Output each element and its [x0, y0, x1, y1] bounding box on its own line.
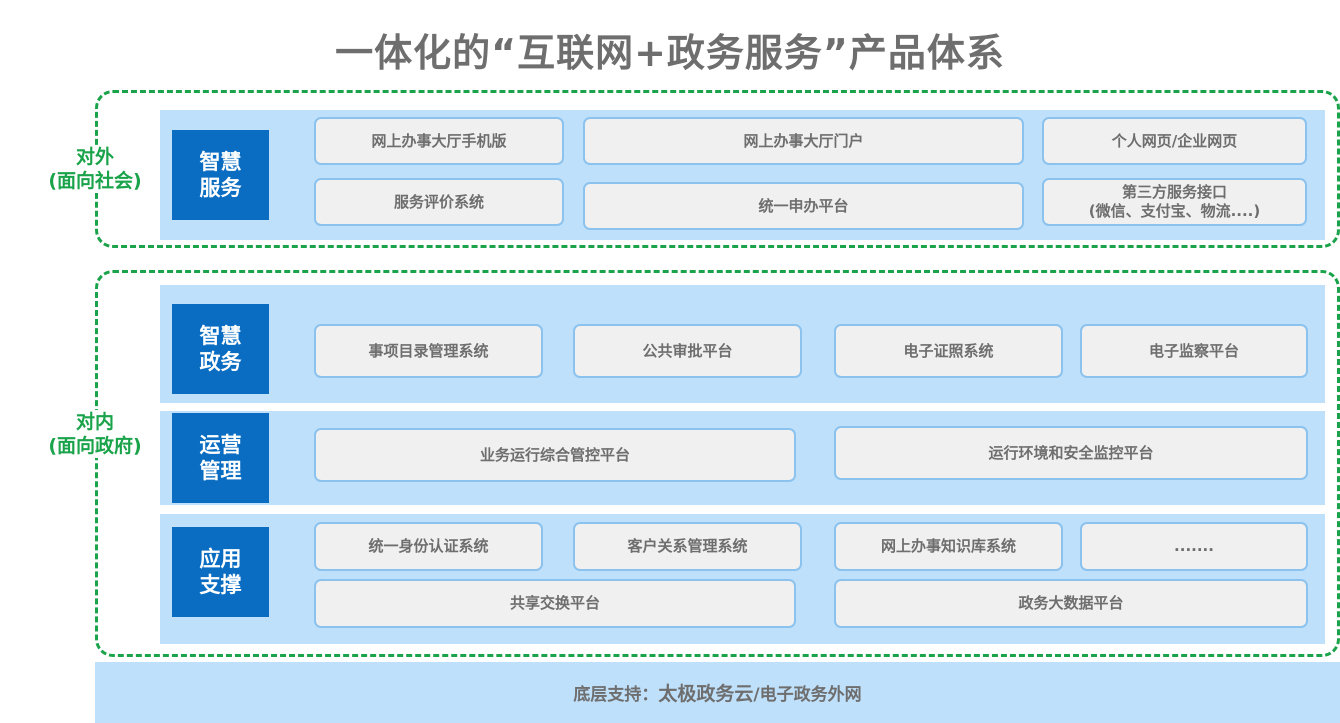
box-business-control[interactable]: 业务运行综合管控平台: [314, 428, 796, 482]
box-label: 服务评价系统: [393, 192, 484, 211]
box-label: 网上办事知识库系统: [880, 537, 1016, 555]
base-network-name: /电子政务外网: [753, 685, 862, 705]
category-smart-government: 智慧政务: [172, 304, 269, 394]
box-label: 公共审批平台: [642, 341, 733, 360]
internal-group-label: 对内 (面向政府): [30, 410, 160, 458]
page-title: 一体化的“互联网+政务服务”产品体系: [335, 31, 1005, 75]
box-label: 统一申办平台: [758, 196, 849, 215]
box-sharing-exchange[interactable]: 共享交换平台: [314, 579, 796, 628]
box-environment-security[interactable]: 运行环境和安全监控平台: [834, 426, 1308, 480]
external-label-line2: (面向社会): [48, 170, 142, 192]
category-line1: 智慧: [199, 150, 242, 174]
box-label: 事项目录管理系统: [368, 341, 489, 360]
box-third-party-interface[interactable]: 第三方服务接口 (微信、支付宝、物流....): [1042, 178, 1307, 226]
box-unified-application[interactable]: 统一申办平台: [583, 182, 1024, 230]
box-label: .......: [1174, 537, 1214, 555]
box-e-supervision[interactable]: 电子监察平台: [1080, 324, 1308, 378]
category-application-support: 应用支撑: [172, 527, 269, 617]
box-label: 网上办事大厅手机版: [371, 131, 507, 150]
box-sublabel: (微信、支付宝、物流....): [1088, 202, 1261, 220]
box-label: 业务运行综合管控平台: [479, 445, 630, 464]
box-label: 网上办事大厅门户: [743, 131, 864, 150]
box-e-license[interactable]: 电子证照系统: [834, 324, 1063, 378]
base-label: 底层支持：: [573, 685, 659, 705]
category-line1: 运营: [199, 433, 242, 457]
box-personal-enterprise-page[interactable]: 个人网页/企业网页: [1042, 117, 1307, 165]
external-label-line1: 对外: [75, 146, 114, 168]
box-crm[interactable]: 客户关系管理系统: [573, 522, 802, 571]
box-public-approval[interactable]: 公共审批平台: [573, 324, 802, 378]
base-cloud-name: 太极政务云: [658, 683, 754, 705]
box-hall-portal[interactable]: 网上办事大厅门户: [583, 117, 1024, 165]
category-smart-service: 智慧服务: [172, 130, 269, 220]
box-label: 运行环境和安全监控平台: [988, 443, 1154, 462]
external-group-label: 对外 (面向社会): [30, 145, 160, 193]
box-label: 电子证照系统: [903, 341, 994, 360]
box-knowledge-base[interactable]: 网上办事知识库系统: [834, 522, 1063, 571]
category-line1: 智慧: [199, 324, 242, 348]
box-label: 电子监察平台: [1148, 341, 1239, 360]
box-label: 个人网页/企业网页: [1111, 131, 1238, 150]
internal-label-line1: 对内: [75, 411, 114, 433]
box-label: 统一身份认证系统: [368, 537, 489, 555]
box-mobile-hall[interactable]: 网上办事大厅手机版: [314, 117, 564, 165]
category-operation-management: 运营管理: [172, 413, 269, 503]
category-line2: 管理: [199, 459, 242, 483]
category-line2: 支撑: [199, 573, 242, 597]
box-big-data[interactable]: 政务大数据平台: [834, 579, 1308, 628]
box-service-evaluation[interactable]: 服务评价系统: [314, 178, 564, 226]
category-line2: 服务: [199, 176, 242, 200]
box-more[interactable]: .......: [1080, 522, 1308, 571]
base-support-band: 底层支持： 太极政务云 /电子政务外网: [95, 662, 1340, 723]
box-label: 共享交换平台: [509, 594, 600, 612]
box-label: 客户关系管理系统: [627, 537, 748, 555]
internal-group-border: [95, 270, 1340, 657]
box-label: 第三方服务接口: [1121, 183, 1227, 201]
box-item-catalog[interactable]: 事项目录管理系统: [314, 324, 543, 378]
box-unified-identity[interactable]: 统一身份认证系统: [314, 522, 543, 571]
box-label: 政务大数据平台: [1018, 594, 1124, 612]
category-line2: 政务: [199, 350, 242, 374]
internal-label-line2: (面向政府): [48, 435, 142, 457]
category-line1: 应用: [199, 547, 242, 571]
